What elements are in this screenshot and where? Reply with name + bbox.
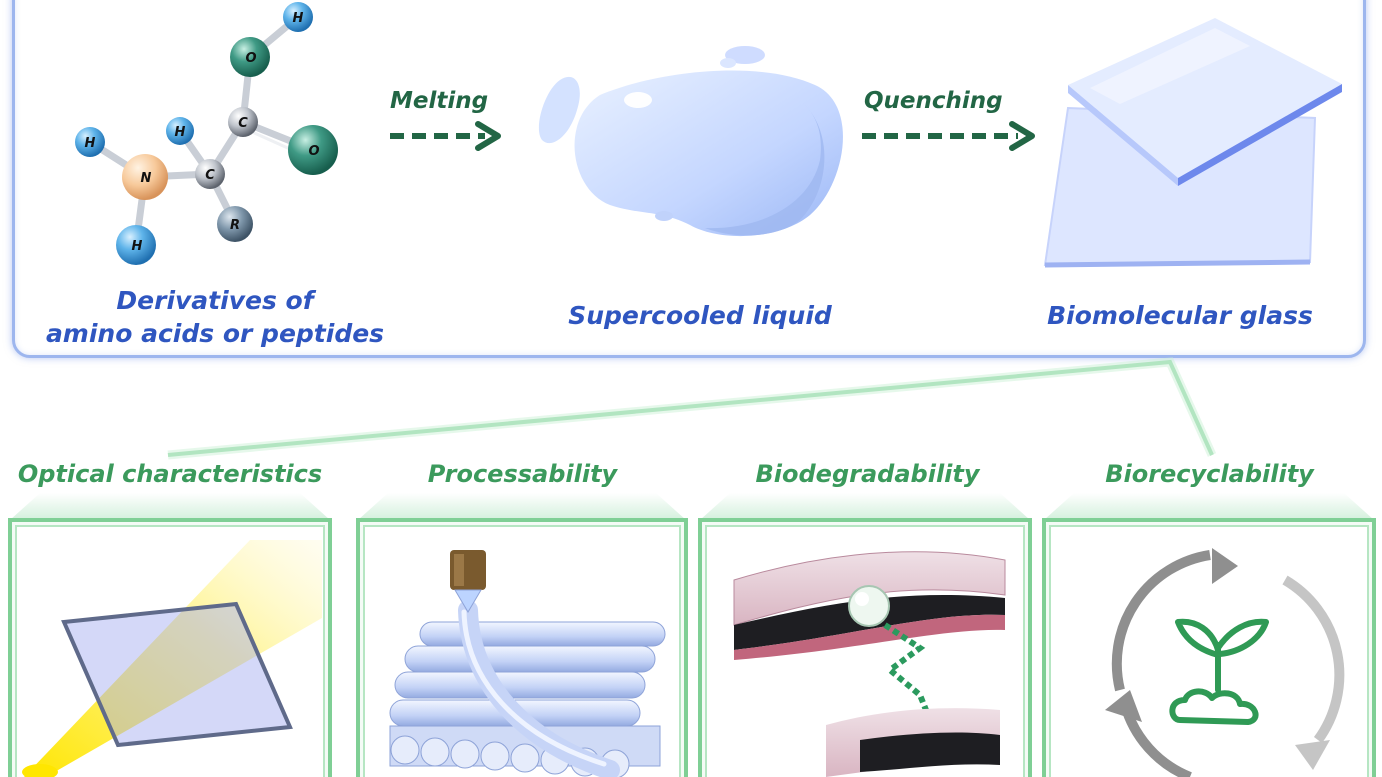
quenching-label: Quenching bbox=[864, 88, 1003, 114]
atom-label: O bbox=[245, 51, 256, 66]
hydrogen-atom bbox=[75, 127, 105, 157]
atom-label: H bbox=[85, 136, 96, 151]
atom-label: C bbox=[238, 116, 248, 131]
oxygen-atom bbox=[288, 125, 338, 175]
melting-arrow-icon bbox=[390, 121, 501, 151]
atom-label: H bbox=[175, 125, 186, 140]
atom-label: H bbox=[293, 11, 304, 26]
atom-label: O bbox=[308, 144, 319, 159]
hydrogen-atom bbox=[166, 117, 194, 145]
property-title-processability: Processability bbox=[427, 460, 618, 488]
atom-label: R bbox=[230, 218, 240, 233]
hydrogen-atom bbox=[116, 225, 156, 265]
carbon-atom bbox=[228, 107, 258, 137]
recycle-plant-icon bbox=[1105, 548, 1345, 777]
r-group-atom bbox=[217, 206, 253, 242]
stage-derivatives-label-line2: amino acids or peptides bbox=[45, 319, 385, 348]
stage-biomolecular-glass-label: Biomolecular glass bbox=[1047, 301, 1313, 330]
hydrogen-atom bbox=[283, 2, 313, 32]
oxygen-atom bbox=[230, 37, 270, 77]
property-title-biorecyclability: Biorecyclability bbox=[1105, 460, 1314, 488]
carbon-atom bbox=[195, 159, 225, 189]
nitrogen-atom bbox=[122, 154, 168, 200]
atom-label: C bbox=[205, 168, 215, 183]
tissue-degradation-icon bbox=[733, 551, 1006, 777]
melting-label: Melting bbox=[390, 88, 489, 114]
atom-label: H bbox=[132, 239, 143, 254]
light-through-glass-icon bbox=[22, 540, 322, 777]
atom-label: N bbox=[141, 171, 152, 186]
quenching-arrow-icon bbox=[862, 121, 1035, 151]
stage-derivatives-label-line1: Derivatives of bbox=[116, 286, 314, 315]
3d-printing-icon bbox=[389, 550, 666, 777]
stage-supercooled-liquid-label: Supercooled liquid bbox=[568, 301, 832, 330]
property-title-biodegradability: Biodegradability bbox=[755, 460, 980, 488]
property-title-optical: Optical characteristics bbox=[17, 460, 323, 488]
